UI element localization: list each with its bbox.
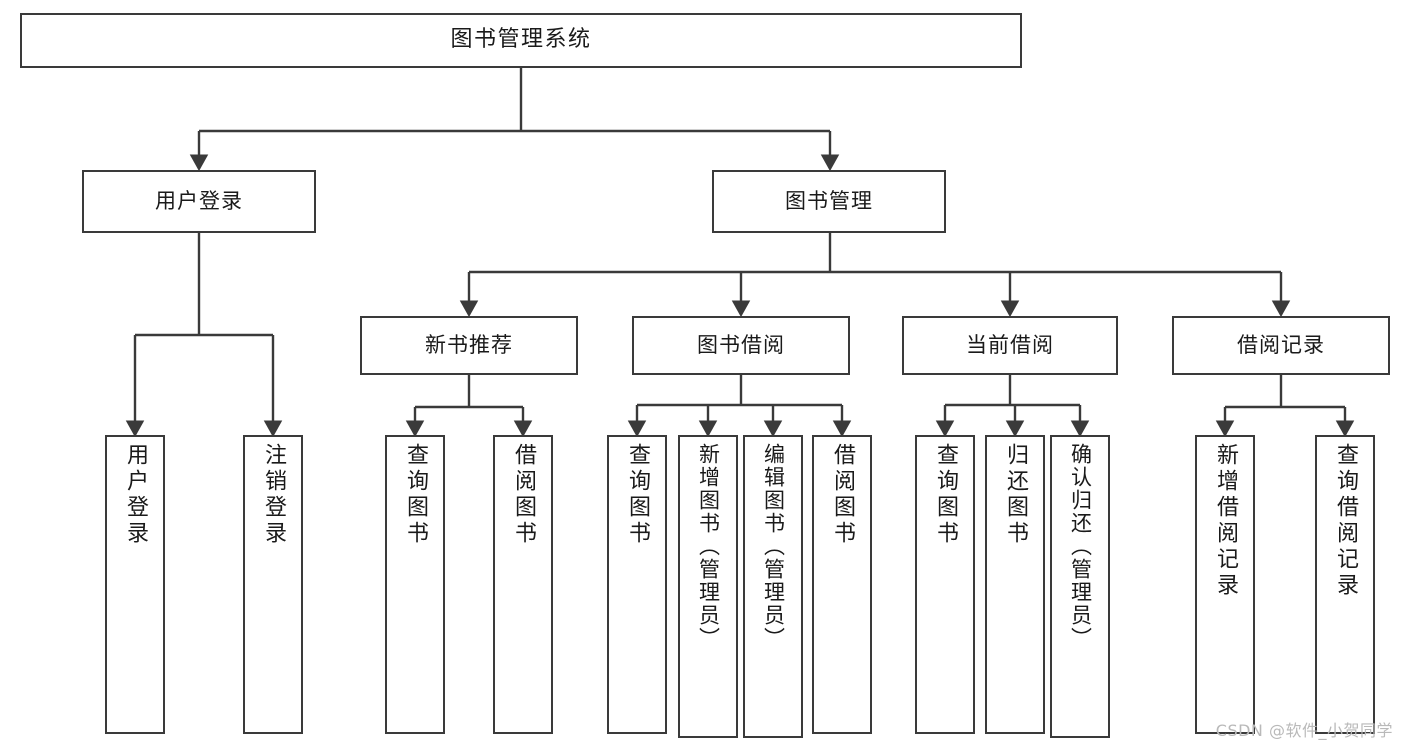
node-label: 借阅图书 xyxy=(511,443,536,547)
leaf-add-book-admin[interactable]: 新增图书（管理员） xyxy=(678,435,738,738)
leaf-query-borrow-record[interactable]: 查询借阅记录 xyxy=(1315,435,1375,734)
node-label: 用户登录 xyxy=(123,443,148,547)
node-label: 查询图书 xyxy=(625,443,650,547)
leaf-return-book[interactable]: 归还图书 xyxy=(985,435,1045,734)
leaf-confirm-return-admin[interactable]: 确认归还（管理员） xyxy=(1050,435,1110,738)
leaf-add-borrow-record[interactable]: 新增借阅记录 xyxy=(1195,435,1255,734)
node-borrow-records[interactable]: 借阅记录 xyxy=(1172,316,1390,375)
watermark: CSDN @软件_小贺同学 xyxy=(1215,721,1393,740)
node-label: 编辑图书（管理员） xyxy=(761,443,786,650)
node-label: 图书借阅 xyxy=(697,333,785,358)
leaf-query-book-current[interactable]: 查询图书 xyxy=(915,435,975,734)
node-user-login[interactable]: 用户登录 xyxy=(82,170,316,233)
node-label: 图书管理系统 xyxy=(450,27,592,53)
node-label: 新书推荐 xyxy=(425,333,513,358)
node-label: 当前借阅 xyxy=(966,333,1054,358)
node-label: 查询借阅记录 xyxy=(1333,443,1358,599)
leaf-user-login[interactable]: 用户登录 xyxy=(105,435,165,734)
node-book-management[interactable]: 图书管理 xyxy=(712,170,946,233)
node-label: 图书管理 xyxy=(785,189,873,214)
node-root-system[interactable]: 图书管理系统 xyxy=(20,13,1022,68)
node-label: 查询图书 xyxy=(403,443,428,547)
leaf-borrow-book-newbook[interactable]: 借阅图书 xyxy=(493,435,553,734)
node-label: 用户登录 xyxy=(155,189,243,214)
leaf-borrow-book[interactable]: 借阅图书 xyxy=(812,435,872,734)
node-label: 新增图书（管理员） xyxy=(696,443,721,650)
node-book-borrow[interactable]: 图书借阅 xyxy=(632,316,850,375)
leaf-edit-book-admin[interactable]: 编辑图书（管理员） xyxy=(743,435,803,738)
node-current-borrow[interactable]: 当前借阅 xyxy=(902,316,1118,375)
node-label: 归还图书 xyxy=(1003,443,1028,547)
node-label: 查询图书 xyxy=(933,443,958,547)
node-label: 借阅图书 xyxy=(830,443,855,547)
node-new-book-recommend[interactable]: 新书推荐 xyxy=(360,316,578,375)
leaf-query-book-newbook[interactable]: 查询图书 xyxy=(385,435,445,734)
node-label: 新增借阅记录 xyxy=(1213,443,1238,599)
node-label: 注销登录 xyxy=(261,443,286,547)
node-label: 确认归还（管理员） xyxy=(1068,443,1093,650)
leaf-logout-login[interactable]: 注销登录 xyxy=(243,435,303,734)
leaf-query-book-borrow[interactable]: 查询图书 xyxy=(607,435,667,734)
node-label: 借阅记录 xyxy=(1237,333,1325,358)
